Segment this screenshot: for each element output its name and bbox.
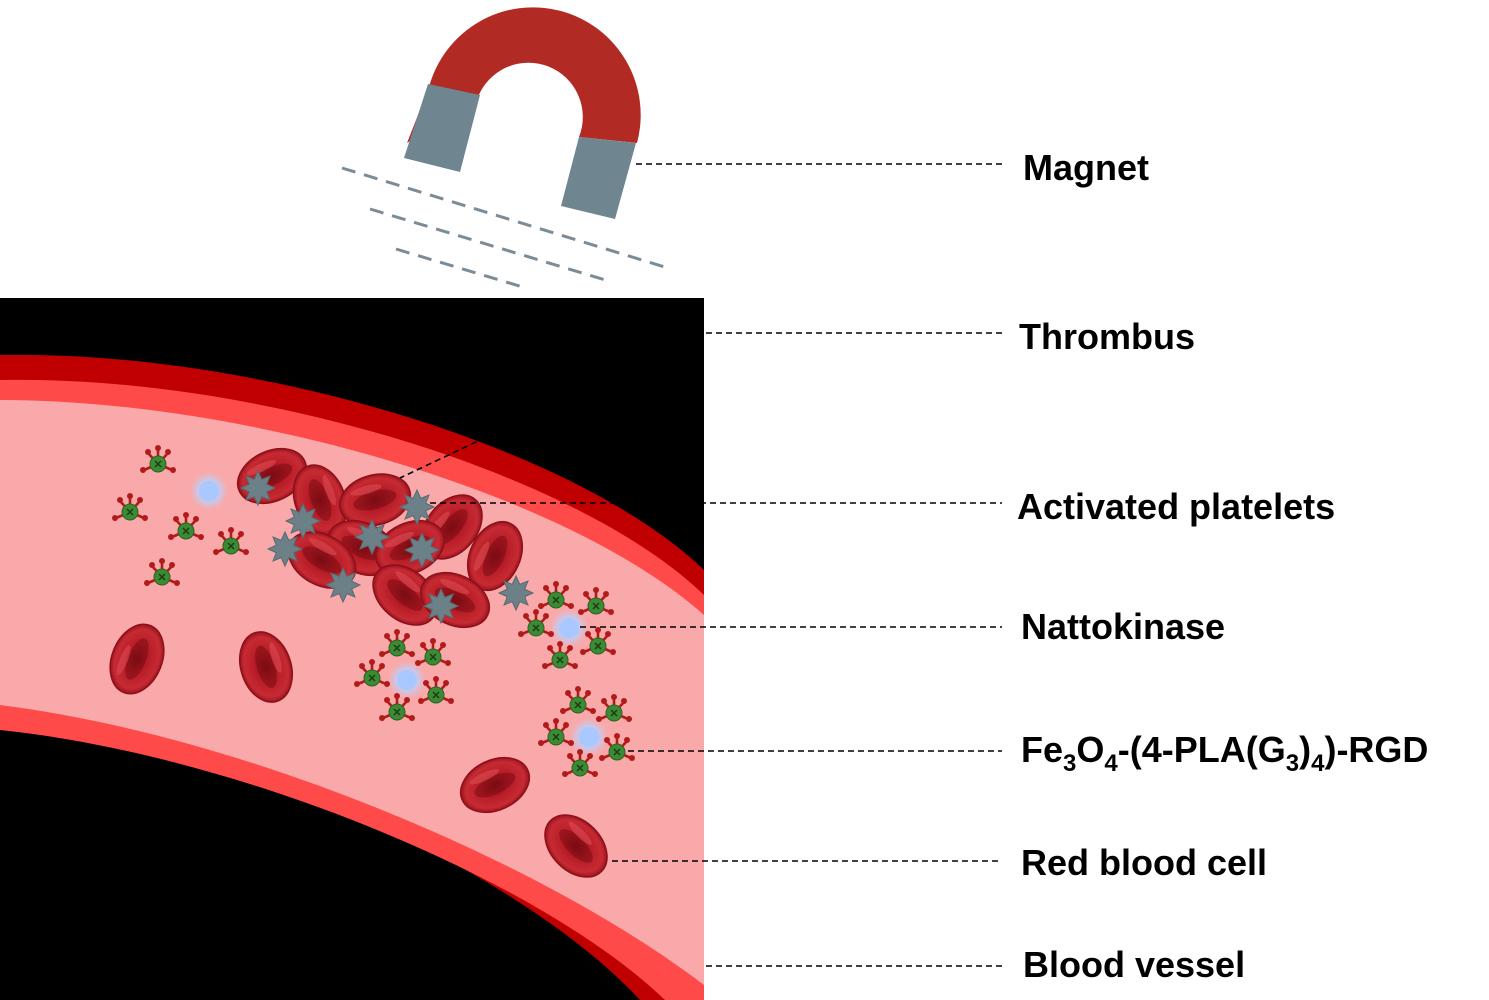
label-red-blood-cell: Red blood cell: [1021, 842, 1267, 883]
conj-p2: O: [1076, 729, 1104, 770]
magnet-icon: [404, 7, 641, 219]
label-conjugate: Fe3O4-(4-PLA(G3)4)-RGD: [1021, 729, 1428, 777]
conj-p5: )-RGD: [1324, 729, 1428, 770]
leader-thrombus: [399, 332, 1002, 479]
magnet-pole-left: [404, 84, 480, 172]
conj-s2: 4: [1104, 750, 1118, 777]
label-nattokinase: Nattokinase: [1021, 606, 1225, 647]
conj-s3: 3: [1286, 750, 1299, 777]
conj-p3: -(4-PLA(G: [1118, 729, 1286, 770]
magnet-pole-right: [561, 137, 636, 219]
magnet-body: [407, 7, 641, 144]
conj-p4: ): [1299, 729, 1311, 770]
conj-s1: 3: [1063, 750, 1076, 777]
label-activated-platelets: Activated platelets: [1017, 486, 1335, 527]
blood-plasma: [0, 400, 704, 985]
label-magnet: Magnet: [1023, 147, 1149, 188]
magnetic-field-lines: [341, 166, 669, 290]
conj-p1: Fe: [1021, 729, 1063, 770]
conj-s4: 4: [1311, 750, 1325, 777]
label-blood-vessel: Blood vessel: [1023, 944, 1245, 985]
leader-lines: [399, 163, 1002, 967]
label-thrombus: Thrombus: [1019, 316, 1195, 357]
